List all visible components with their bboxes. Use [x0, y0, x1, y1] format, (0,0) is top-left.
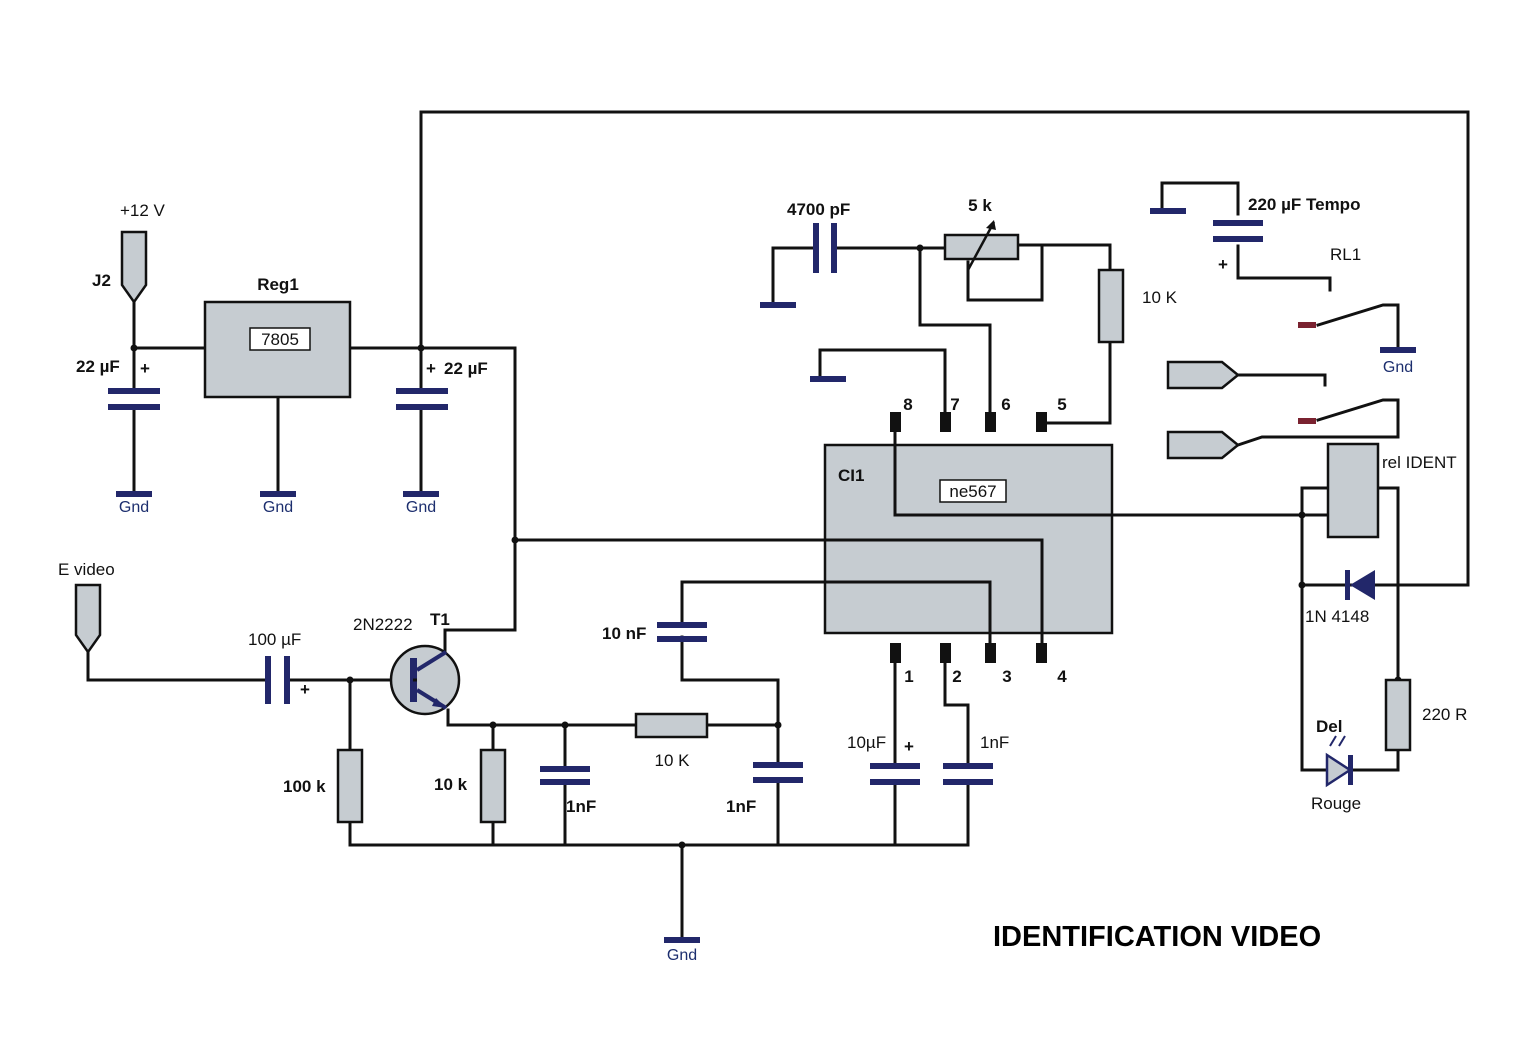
- capacitor-1nf-left-label: 1nF: [566, 797, 596, 816]
- gnd-label-relay: Gnd: [1383, 359, 1413, 376]
- potentiometer-5k-label: 5 k: [968, 196, 992, 215]
- j2-connector: [120, 230, 148, 305]
- ic-pin-7-label: 7: [950, 395, 959, 414]
- regulator-part-label: 7805: [261, 330, 299, 349]
- transistor-part-label: 2N2222: [353, 615, 413, 634]
- regulator-ref-label: Reg1: [257, 275, 299, 294]
- wires: [86, 110, 1470, 940]
- relay-output-connector-1: [1166, 360, 1240, 390]
- capacitor-10nf: [657, 622, 707, 642]
- relay-ref-label: RL1: [1330, 245, 1361, 264]
- resistor-10k-emitter: [479, 748, 507, 824]
- led-color-label: Rouge: [1311, 794, 1361, 813]
- regulator-part-box: [249, 327, 311, 351]
- led-ref-label: Del: [1316, 717, 1342, 736]
- ic-pin-5-label: 5: [1057, 395, 1066, 414]
- ic-pin-1-label: 1: [904, 667, 913, 686]
- gnd-label-main: Gnd: [667, 947, 697, 964]
- ground-symbols: [116, 208, 1416, 943]
- ic-pin-6-label: 6: [1001, 395, 1010, 414]
- gnd-label-regulator: Gnd: [263, 499, 293, 516]
- resistor-10k-emitter-label: 10 k: [434, 775, 468, 794]
- capacitor-1nf-pin2: [943, 763, 993, 785]
- capacitor-10nf-label: 10 nF: [602, 624, 646, 643]
- video-input-label: E video: [58, 560, 115, 579]
- ic-internal-wires: [823, 443, 1114, 635]
- capacitor-100uf: [265, 656, 290, 704]
- relay-output-connector-2: [1166, 430, 1240, 460]
- capacitor-4700pf-label: 4700 pF: [787, 200, 850, 219]
- resistor-220r: [1384, 678, 1412, 752]
- capacitor-10uf-polarity: +: [904, 737, 914, 756]
- capacitor-4700pf: [813, 223, 837, 273]
- resistor-100k-label: 100 k: [283, 777, 326, 796]
- capacitor-22uf-output-label: 22 µF: [444, 359, 488, 378]
- led-red: [1325, 735, 1353, 788]
- capacitor-22uf-input: [108, 388, 160, 410]
- capacitor-220uf-tempo-polarity: +: [1218, 255, 1228, 274]
- resistor-10k-pin5: [1097, 268, 1125, 344]
- relay-coil: [1326, 442, 1380, 539]
- gnd-label-output: Gnd: [406, 499, 436, 516]
- capacitor-10uf-label: 10µF: [847, 733, 886, 752]
- relay-contact-lower: [1298, 418, 1316, 424]
- resistor-10k-filter: [634, 712, 709, 739]
- resistor-10k-filter-label: 10 K: [655, 751, 691, 770]
- capacitor-1nf-right: [753, 762, 803, 783]
- ic-part-box: [939, 479, 1007, 503]
- capacitor-1nf-left: [540, 766, 590, 785]
- capacitor-22uf-input-label: 22 µF: [76, 357, 120, 376]
- capacitor-1nf-right-label: 1nF: [726, 797, 756, 816]
- capacitor-22uf-output-polarity: +: [426, 359, 436, 378]
- resistor-10k-pin5-label: 10 K: [1142, 288, 1178, 307]
- ic-part-label: ne567: [949, 482, 996, 501]
- ic-pin-4-label: 4: [1057, 667, 1067, 686]
- transistor-t1: [389, 644, 461, 716]
- resistor-220r-label: 220 R: [1422, 705, 1467, 724]
- capacitor-220uf-tempo-label: 220 µF Tempo: [1248, 195, 1360, 214]
- capacitor-100uf-polarity: +: [300, 680, 310, 699]
- capacitor-22uf-input-polarity: +: [140, 359, 150, 378]
- diode-label: 1N 4148: [1305, 607, 1369, 626]
- potentiometer-5k: [943, 220, 1020, 271]
- transistor-ref-label: T1: [430, 610, 450, 629]
- diagram-title: IDENTIFICATION VIDEO: [993, 921, 1321, 953]
- resistor-100k: [336, 748, 364, 824]
- capacitor-100uf-label: 100 µF: [248, 630, 301, 649]
- j2-voltage-label: +12 V: [120, 201, 166, 220]
- capacitor-1nf-pin2-label: 1nF: [980, 733, 1009, 752]
- gnd-label-input: Gnd: [119, 499, 149, 516]
- junctions: [130, 244, 1402, 849]
- diode-1n4148: [1345, 570, 1375, 600]
- relay-contact-upper: [1298, 322, 1316, 328]
- ic-pin-2-label: 2: [952, 667, 961, 686]
- ic-ref-label: CI1: [838, 466, 864, 485]
- capacitor-22uf-output: [396, 388, 448, 410]
- capacitor-10uf-pin1: [870, 763, 920, 785]
- j2-ref-label: J2: [92, 271, 111, 290]
- capacitor-220uf-tempo: [1213, 220, 1263, 242]
- video-input-connector: [74, 583, 102, 655]
- relay-coil-label: rel IDENT: [1382, 453, 1457, 472]
- ic-pin-3-label: 3: [1002, 667, 1011, 686]
- ic-pin-8-label: 8: [903, 395, 912, 414]
- ic-pins: [890, 412, 1047, 663]
